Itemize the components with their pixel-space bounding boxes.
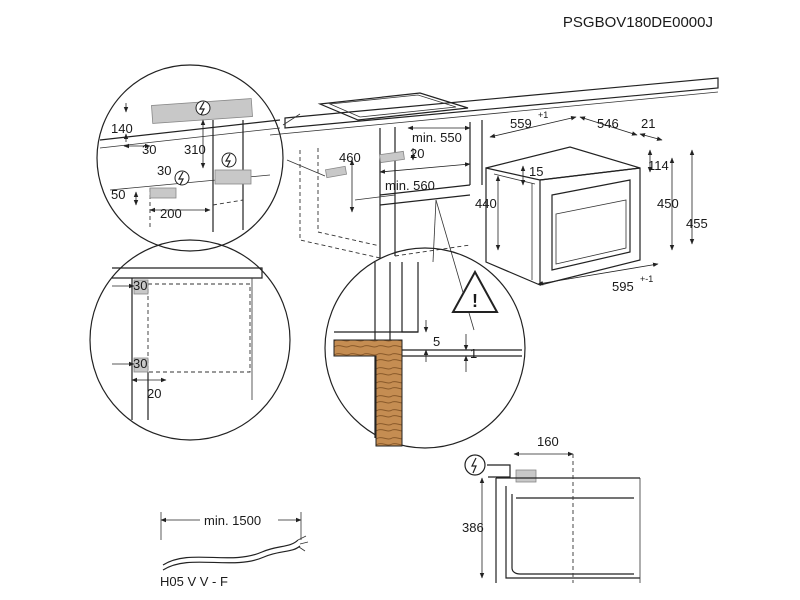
cabinet-perspective: 460 min. 550 20 min. 560 bbox=[269, 77, 719, 331]
dim-450: 450 bbox=[657, 196, 679, 211]
dim-160: 160 bbox=[537, 434, 559, 449]
dim-200: 200 bbox=[160, 206, 182, 221]
model-code: PSGBOV180DE0000J bbox=[563, 14, 713, 31]
dim-455: 455 bbox=[686, 216, 708, 231]
dim-30-lower: 30 bbox=[133, 356, 147, 371]
caution-triangle-icon bbox=[451, 269, 499, 313]
dim-5: 5 bbox=[433, 334, 440, 349]
svg-text:!: ! bbox=[472, 291, 478, 311]
dim-546: 546 bbox=[597, 116, 619, 131]
dim-559-tolerance: +1 bbox=[538, 110, 548, 120]
detail-circle-clearance: 30 30 20 bbox=[89, 239, 291, 441]
dim-140: 140 bbox=[111, 121, 133, 136]
dim-595: 595 bbox=[612, 279, 634, 294]
dim-595-tolerance: +-1 bbox=[640, 274, 653, 284]
dim-1: 1 bbox=[470, 346, 477, 361]
dim-20-cabinet: 20 bbox=[410, 146, 424, 161]
hob-cutout bbox=[317, 92, 469, 121]
dim-15: 15 bbox=[529, 164, 543, 179]
appliance-3d: 559 +1 546 21 15 440 114 450 455 595 +-1 bbox=[475, 110, 708, 294]
side-view: 160 386 bbox=[462, 434, 641, 583]
dim-50: 50 bbox=[111, 187, 125, 202]
dim-114: 114 bbox=[648, 158, 669, 173]
detail-circle-caution: ! 5 1 bbox=[324, 247, 526, 449]
cable-type: H05 V V - F bbox=[160, 574, 228, 589]
dim-30-upper: 30 bbox=[133, 278, 147, 293]
power-cable: min. 1500 H05 V V - F bbox=[160, 510, 309, 589]
electric-warning-icon-2 bbox=[221, 152, 237, 168]
dim-386: 386 bbox=[462, 520, 484, 535]
dim-440: 440 bbox=[475, 196, 497, 211]
electric-warning-icon bbox=[195, 100, 211, 116]
dim-21: 21 bbox=[641, 116, 655, 131]
electric-warning-icon-3 bbox=[174, 170, 190, 186]
dim-20-left: 20 bbox=[147, 386, 161, 401]
dim-min-560: min. 560 bbox=[385, 178, 435, 193]
dim-30-mid: 30 bbox=[157, 163, 171, 178]
detail-circle-electrical: 140 30 310 30 50 200 bbox=[96, 64, 284, 252]
dim-460: 460 bbox=[339, 150, 361, 165]
dim-min-550: min. 550 bbox=[412, 130, 462, 145]
dim-30-top: 30 bbox=[142, 142, 156, 157]
dim-310: 310 bbox=[184, 142, 206, 157]
cable-min-length: min. 1500 bbox=[204, 513, 261, 528]
dim-559: 559 bbox=[510, 116, 532, 131]
